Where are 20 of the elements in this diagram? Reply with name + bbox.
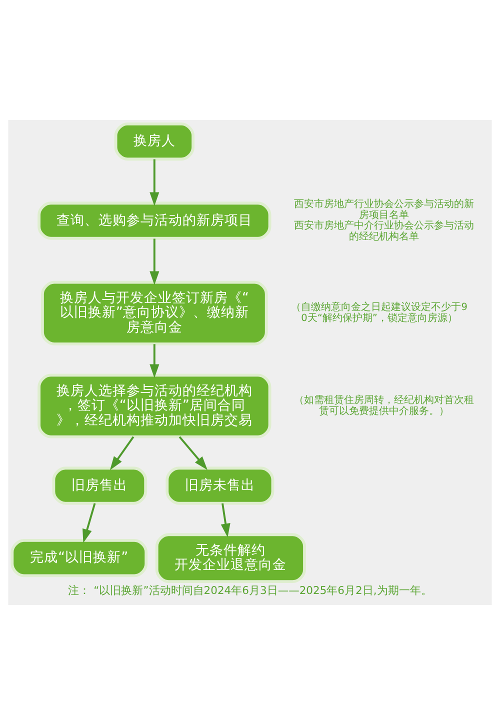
node-box: 查询、选购参与活动的新房项目 bbox=[38, 202, 272, 240]
node-label: 西安市房地产行业协会公示参与活动的新房项目名单 bbox=[294, 199, 474, 221]
arrow bbox=[82, 503, 96, 543]
node-box: 旧房未售出 bbox=[166, 466, 274, 505]
node-box: 旧房售出 bbox=[52, 466, 148, 505]
node-label: （自缴纳意向金之日起建议设定不少于90天“解约保护期”，锁定意向房源） bbox=[291, 302, 468, 324]
node-box: 无条件解约 开发企业退意向金 bbox=[155, 533, 306, 583]
node-label: 西安市房地产中介行业协会公示参与活动的经纪机构名单 bbox=[294, 220, 474, 242]
node-box: 换房人与开发企业签订新房《“以旧换新”意向协议》、缴纳新房意向金 bbox=[40, 280, 268, 346]
arrow bbox=[150, 159, 160, 206]
node-label: （如需租赁住房周转，经纪机构对首次租赁可以免费提供中介服务。） bbox=[294, 395, 474, 417]
node-box: 换房人 bbox=[114, 122, 194, 161]
caption: 注： “以旧换新”活动时间自2024年6月3日——2025年6月2日,为期一年。 bbox=[68, 584, 432, 598]
arrow bbox=[110, 436, 134, 470]
arrow bbox=[150, 238, 160, 285]
node-box: 完成“以旧换新” bbox=[10, 539, 148, 578]
arrow bbox=[178, 436, 208, 470]
arrow bbox=[220, 503, 230, 538]
node-box: 换房人选择参与活动的经纪机构，签订《“以旧换新”居间合同》，经纪机构推动加快旧房交易 bbox=[38, 374, 272, 438]
arrow bbox=[150, 344, 160, 378]
